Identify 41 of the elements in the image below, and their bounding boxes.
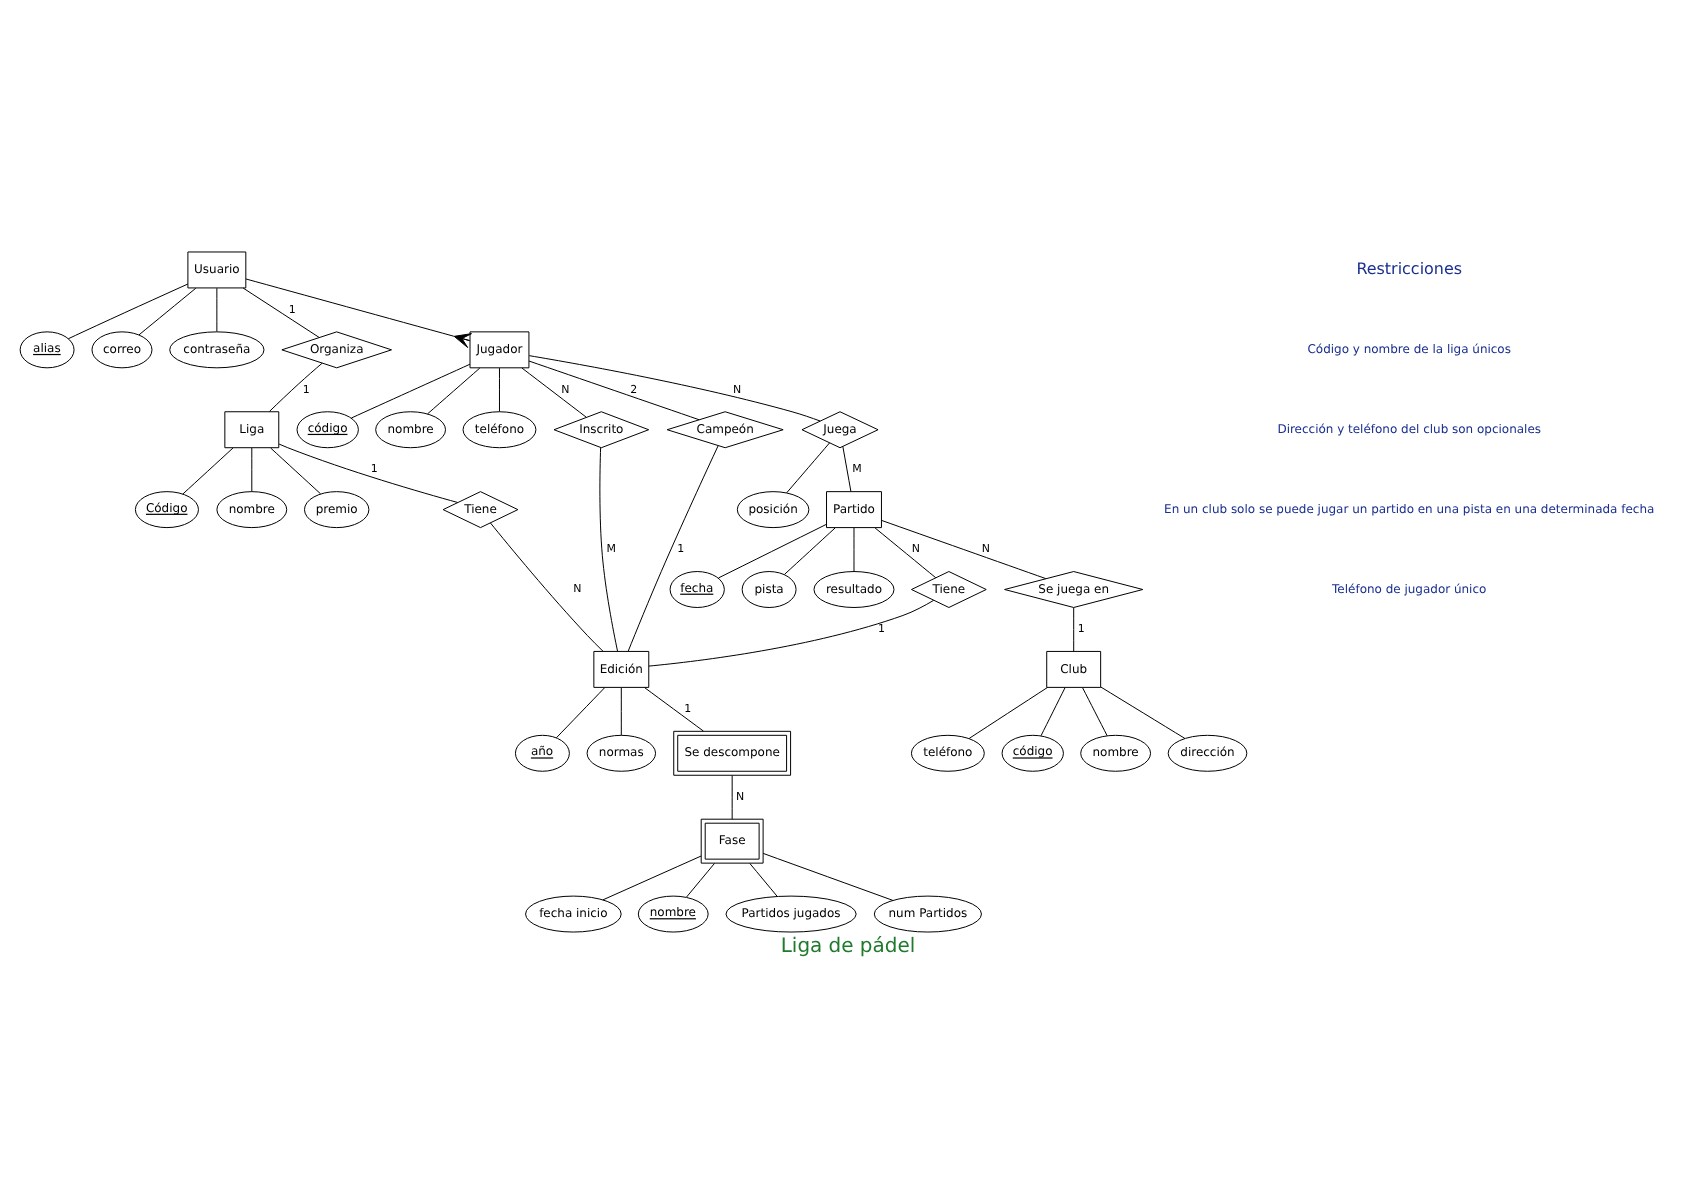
connector [489, 522, 604, 652]
connector [270, 447, 321, 495]
connector [1082, 687, 1108, 737]
connector [521, 367, 587, 418]
connector [620, 687, 622, 736]
connector [599, 447, 619, 652]
connector [528, 360, 700, 421]
connector [602, 855, 702, 901]
connector [731, 775, 733, 820]
connector [278, 443, 459, 503]
connector [786, 442, 831, 494]
connector [762, 852, 894, 901]
connector [350, 363, 471, 419]
connector [644, 687, 704, 732]
diagram-title: Liga de pádel [780, 936, 916, 959]
connector [842, 446, 852, 493]
connector [784, 527, 836, 575]
connector [182, 447, 234, 495]
connector [251, 447, 253, 492]
connector [528, 355, 821, 422]
connector [874, 527, 937, 579]
connector [853, 527, 855, 572]
connector [268, 362, 323, 412]
connector [627, 445, 719, 652]
connector [242, 287, 320, 338]
connector [216, 287, 218, 333]
connector [648, 599, 935, 667]
connector [1040, 687, 1066, 737]
connector [749, 862, 778, 897]
connector [718, 523, 827, 579]
connector [498, 367, 500, 412]
connector [427, 367, 481, 415]
connector [881, 520, 1047, 580]
connector [1073, 607, 1075, 652]
connector [686, 862, 715, 898]
connector [67, 283, 189, 340]
connector [968, 687, 1048, 739]
connector [138, 287, 197, 336]
connector [556, 687, 606, 739]
connector [245, 278, 472, 349]
connector [1100, 686, 1186, 739]
